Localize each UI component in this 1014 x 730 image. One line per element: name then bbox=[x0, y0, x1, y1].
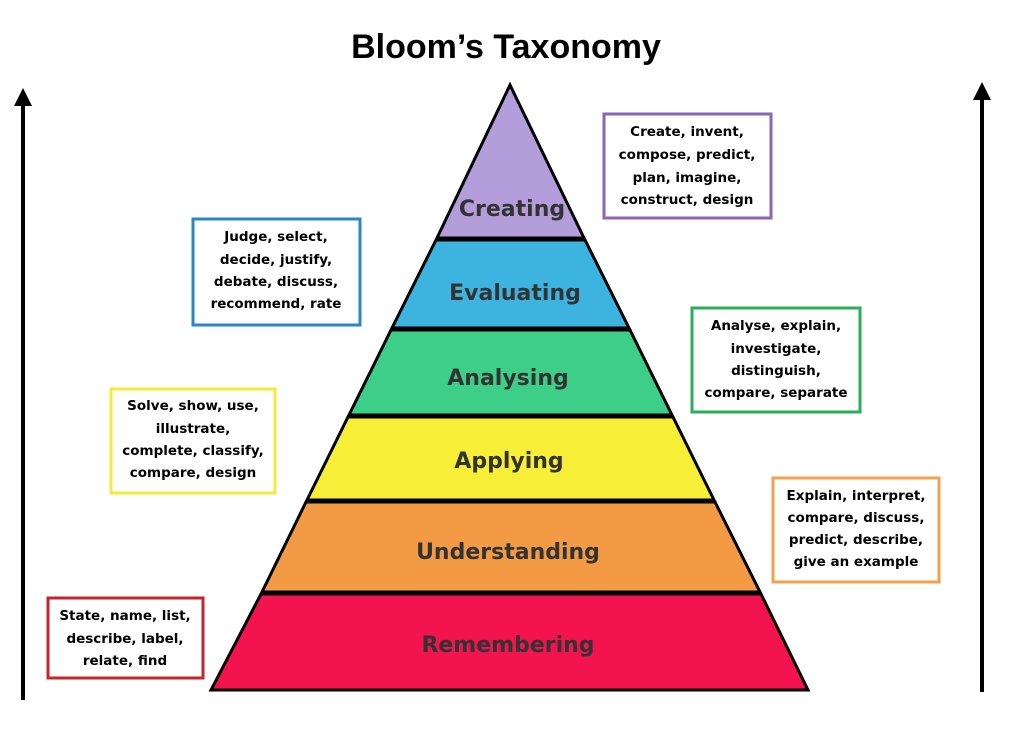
box-creating-line: construct, design bbox=[621, 192, 754, 208]
box-remembering-line: State, name, list, bbox=[59, 608, 190, 624]
layer-label-understanding: Understanding bbox=[416, 540, 600, 565]
box-analysing-line: distinguish, bbox=[731, 363, 821, 379]
box-understanding-line: predict, describe, bbox=[789, 532, 923, 548]
box-understanding: Explain, interpret, compare, discuss, pr… bbox=[771, 476, 941, 584]
box-understanding-line: Explain, interpret, bbox=[787, 488, 926, 504]
box-creating-line: plan, imagine, bbox=[633, 170, 742, 186]
page-title: Bloom’s Taxonomy bbox=[351, 28, 661, 66]
layer-label-analysing: Analysing bbox=[447, 366, 568, 391]
box-evaluating-line: debate, discuss, bbox=[214, 274, 338, 290]
layer-label-evaluating: Evaluating bbox=[449, 281, 581, 306]
box-analysing: Analyse, explain, investigate, distingui… bbox=[690, 306, 862, 414]
layer-label-remembering: Remembering bbox=[421, 633, 594, 658]
box-applying-line: Solve, show, use, bbox=[127, 398, 259, 414]
box-creating: Create, invent, compose, predict, plan, … bbox=[602, 112, 773, 220]
layer-applying bbox=[304, 415, 717, 502]
box-evaluating-line: recommend, rate bbox=[211, 296, 342, 312]
layer-creating bbox=[434, 81, 587, 240]
layer-analysing bbox=[346, 328, 675, 417]
box-analysing-line: compare, separate bbox=[704, 385, 847, 401]
right-up-arrow-icon bbox=[973, 82, 991, 692]
box-evaluating-line: Judge, select, bbox=[223, 229, 328, 245]
box-applying-line: complete, classify, bbox=[122, 443, 263, 459]
box-remembering: State, name, list, describe, label, rela… bbox=[46, 596, 205, 680]
box-evaluating-line: decide, justify, bbox=[220, 252, 332, 268]
layer-label-creating: Creating bbox=[459, 197, 565, 222]
box-remembering-line: relate, find bbox=[83, 653, 167, 669]
box-creating-line: Create, invent, bbox=[630, 124, 744, 140]
layer-evaluating bbox=[389, 238, 632, 330]
box-analysing-line: investigate, bbox=[731, 341, 822, 357]
pyramid: Creating Evaluating Analysing Applying U… bbox=[208, 81, 811, 692]
layer-understanding bbox=[259, 500, 763, 594]
left-up-arrow-icon bbox=[14, 88, 32, 700]
box-applying: Solve, show, use, illustrate, complete, … bbox=[109, 387, 277, 495]
box-evaluating: Judge, select, decide, justify, debate, … bbox=[191, 217, 362, 327]
layer-remembering bbox=[208, 592, 811, 692]
layer-label-applying: Applying bbox=[454, 449, 563, 474]
box-remembering-line: describe, label, bbox=[66, 631, 183, 647]
box-understanding-line: compare, discuss, bbox=[788, 510, 925, 526]
box-analysing-line: Analyse, explain, bbox=[711, 318, 841, 334]
box-creating-line: compose, predict, bbox=[619, 147, 756, 163]
box-applying-line: illustrate, bbox=[156, 421, 231, 437]
box-applying-line: compare, design bbox=[130, 465, 257, 481]
box-understanding-line: give an example bbox=[794, 554, 919, 570]
